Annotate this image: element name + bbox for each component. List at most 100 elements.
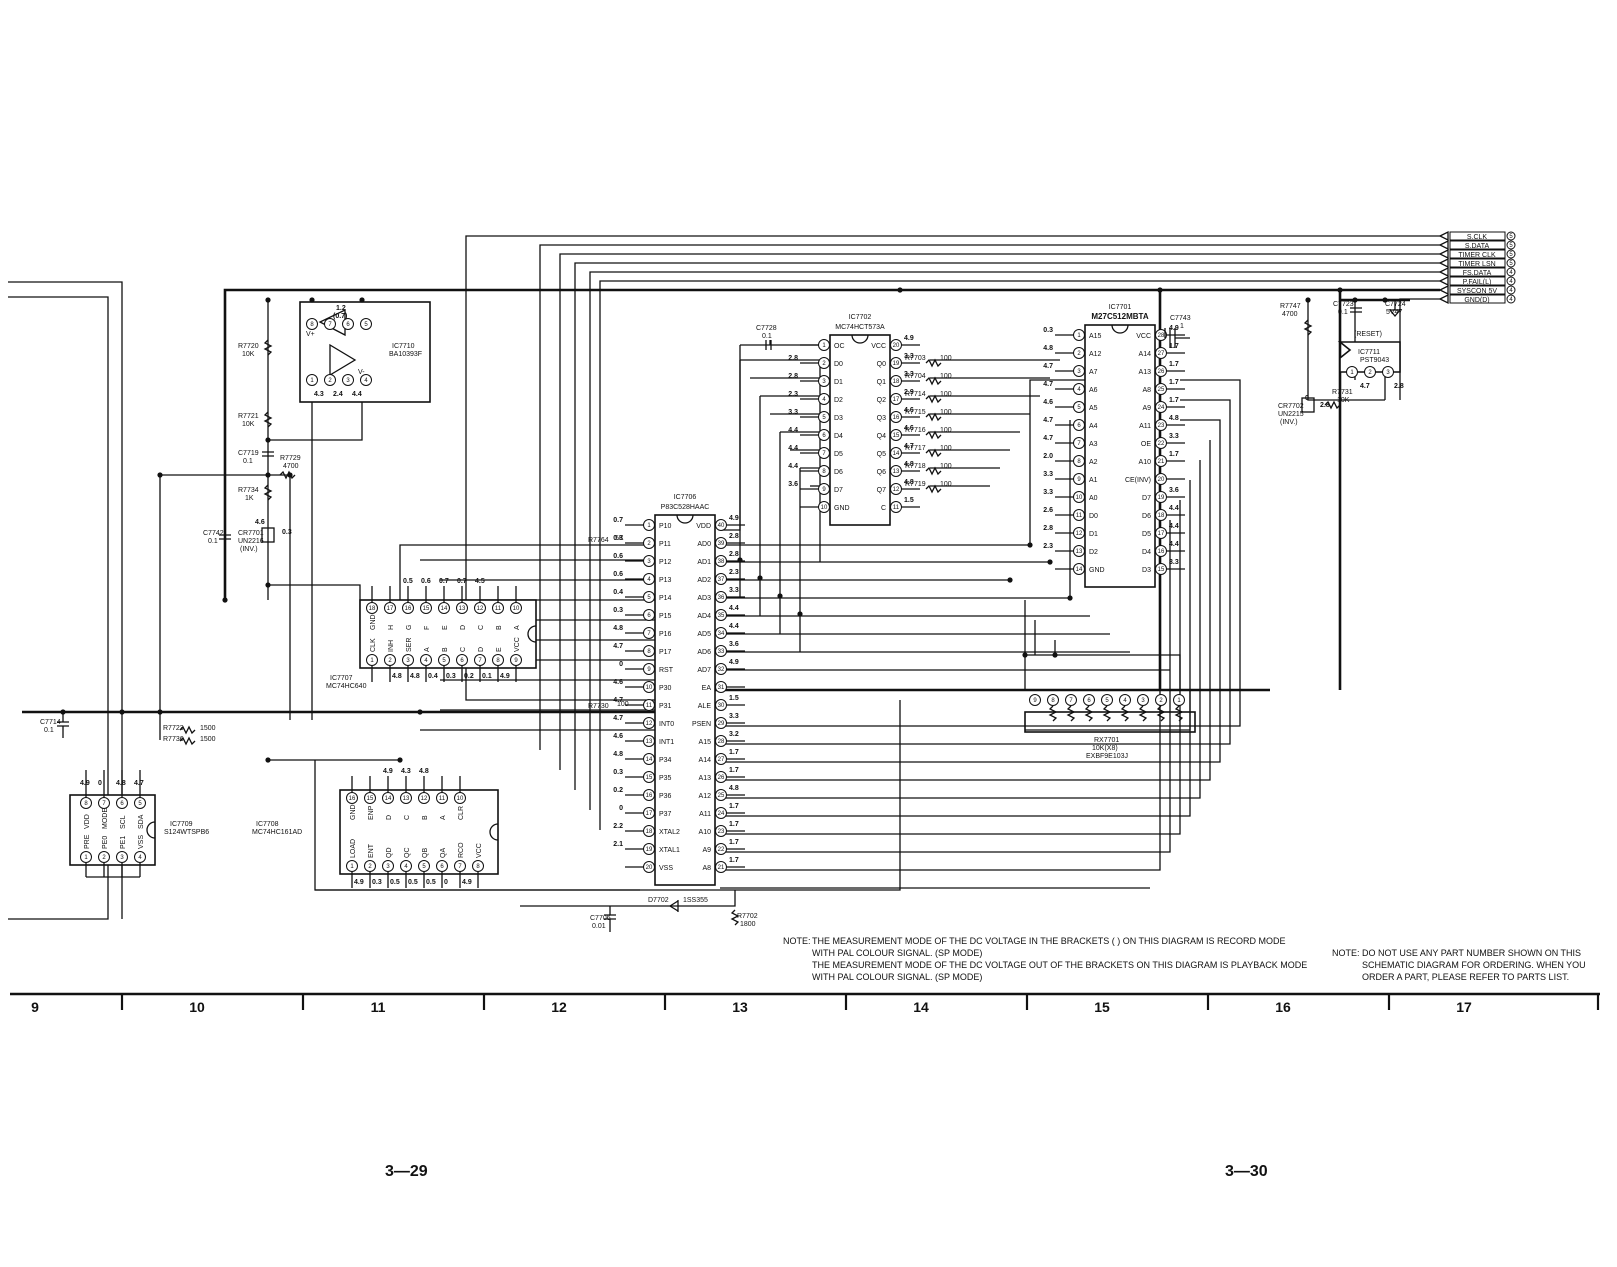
ic7702-pin-label: D4 xyxy=(834,433,843,440)
ic7701-pinnum: 1 xyxy=(1077,333,1081,339)
ic7709-pin-label: VDD xyxy=(84,814,91,829)
ic7710-opamp-a xyxy=(329,343,357,377)
passive-labels: R7720 10K R7721 10K C7719 0.1 R7729 4700… xyxy=(40,301,1406,930)
ic7701-pin-right xyxy=(1155,473,1167,485)
wire-junction xyxy=(797,611,803,617)
ic7702-pinnum: 17 xyxy=(893,397,900,403)
ic7701-pin-left xyxy=(1073,365,1085,377)
ic7707-pin-top xyxy=(438,602,450,614)
ic7708-pin-top xyxy=(382,792,394,804)
c7728-val: 0.1 xyxy=(762,333,772,340)
ic7709-voltage: 0 xyxy=(98,780,102,787)
ic7706-voltage: 2.3 xyxy=(729,569,739,576)
r7747-val: 4700 xyxy=(1282,311,1298,318)
ic7702-notch xyxy=(851,334,869,344)
c7723-val: 0.1 xyxy=(1338,309,1348,316)
ic7701-pin-label: D3 xyxy=(1142,567,1151,574)
ic7707-voltage: 0.7 xyxy=(457,578,467,585)
resistor-bank-ref: R7718 xyxy=(905,463,926,470)
r7721-ref: R7721 xyxy=(238,413,259,420)
ic7708-pin-label: ENP xyxy=(368,805,375,820)
ic7706-voltage: 3.6 xyxy=(729,641,739,648)
page-number-right: 3—30 xyxy=(1225,1163,1268,1180)
ic7701-pin-label: A2 xyxy=(1089,459,1098,466)
ic7701-pinnum: 23 xyxy=(1158,423,1165,429)
ic7701-pin-label: GND xyxy=(1089,567,1105,574)
ic7707-pinnum: 14 xyxy=(441,606,448,612)
ic7706-pinnum: 21 xyxy=(718,865,725,871)
r7734-val: 1K xyxy=(245,495,254,502)
ic7709-pin-label: VSS xyxy=(138,835,145,849)
ic7706-pin-label: VDD xyxy=(696,523,711,530)
rx7701-pin xyxy=(1155,694,1167,706)
ic7706-pin-label: P30 xyxy=(659,685,672,692)
ic7708-pin-top xyxy=(400,792,412,804)
ic7701-pin-right xyxy=(1155,563,1167,575)
wire-junction xyxy=(1352,297,1358,303)
ic7706-voltage: 4.6 xyxy=(613,733,623,740)
ic7710-voltage: 4.4 xyxy=(352,391,362,398)
ic7706-pin-left xyxy=(643,609,655,621)
ic7701-pin-right xyxy=(1155,383,1167,395)
ic7702-voltage: 1.5 xyxy=(904,497,914,504)
ic7706-pin-left xyxy=(643,519,655,531)
rx7701-pinnum: 6 xyxy=(1087,698,1091,704)
ic7707-pin-bottom xyxy=(510,654,522,666)
ruler-section-label: 15 xyxy=(1094,999,1110,1015)
ic7706-pin-label: INT0 xyxy=(659,721,674,728)
ic7708-voltage: 4.3 xyxy=(401,768,411,775)
ic7709-pin-bottom xyxy=(134,851,146,863)
ic7707-pinnum: 8 xyxy=(496,658,500,664)
ic7706-voltage: 4.4 xyxy=(729,605,739,612)
wire-junction xyxy=(1022,652,1028,658)
ic7707-pin-top xyxy=(366,602,378,614)
ic7702-pin-label: Q5 xyxy=(877,451,886,458)
ic7701-pin-label: A12 xyxy=(1089,351,1102,358)
ic7701-pin-left xyxy=(1073,383,1085,395)
ic7702-pin-label: D0 xyxy=(834,361,843,368)
ic7709-pin-top xyxy=(134,797,146,809)
ic7708-pin-label: C xyxy=(404,815,411,820)
ic7709-voltage: 4.9 xyxy=(80,780,90,787)
wire-junction xyxy=(1337,287,1343,293)
ic7706-pinnum: 2 xyxy=(647,541,651,547)
ic7701-pin-right xyxy=(1155,401,1167,413)
ic7706-voltage: 0 xyxy=(619,805,623,812)
ic7706-pinnum: 35 xyxy=(718,613,725,619)
ic7706-pin-label: P34 xyxy=(659,757,672,764)
ic7701-pin-label: A15 xyxy=(1089,333,1102,340)
ic7706-voltage: 0.3 xyxy=(613,769,623,776)
ic7701-pin-right xyxy=(1155,545,1167,557)
ic7706-pin-label: AD6 xyxy=(697,649,711,656)
ic7706-pinnum: 23 xyxy=(718,829,725,835)
ic7701-pin-left xyxy=(1073,347,1085,359)
ic7706-pin-right xyxy=(715,609,727,621)
ic7701-pin-label: A5 xyxy=(1089,405,1098,412)
ic7706-pin-label: PSEN xyxy=(692,721,711,728)
ic7707-pin-bottom xyxy=(420,654,432,666)
ic7710-pinnum: 7 xyxy=(328,322,332,328)
ic7706-pin-right xyxy=(715,789,727,801)
ic7708-voltage: 0.5 xyxy=(408,879,418,886)
ic7706-pin-left xyxy=(643,645,655,657)
ic7702-pinnum: 9 xyxy=(822,487,826,493)
ic7706-pinnum: 1 xyxy=(647,523,651,529)
c7742-ref: C7742 xyxy=(203,530,224,537)
ic7702-pin-label: Q6 xyxy=(877,469,886,476)
ic7708-pin-bottom xyxy=(364,860,376,872)
ic7702-voltage: 4.8 xyxy=(904,479,914,486)
ic7701-voltage: 4.4 xyxy=(1169,541,1179,548)
ic7709-voltage: 4.8 xyxy=(116,780,126,787)
wire-junction xyxy=(1027,542,1033,548)
ic7702-voltage: 3.3 xyxy=(904,353,914,360)
ic7706-pinnum: 14 xyxy=(646,757,653,763)
ic7710-pinnum: 3 xyxy=(346,378,350,384)
ic7706-pin-label: P17 xyxy=(659,649,672,656)
ic7706-pin-right xyxy=(715,519,727,531)
ic7709-pin-label: SDA xyxy=(138,814,145,829)
ic7707-pin-label: G xyxy=(406,625,413,630)
connector-marker xyxy=(1506,276,1516,286)
ic7706-pinnum: 22 xyxy=(718,847,725,853)
ic7706-pinnum: 6 xyxy=(647,613,651,619)
ic7708-pin-label: QD xyxy=(386,848,393,859)
